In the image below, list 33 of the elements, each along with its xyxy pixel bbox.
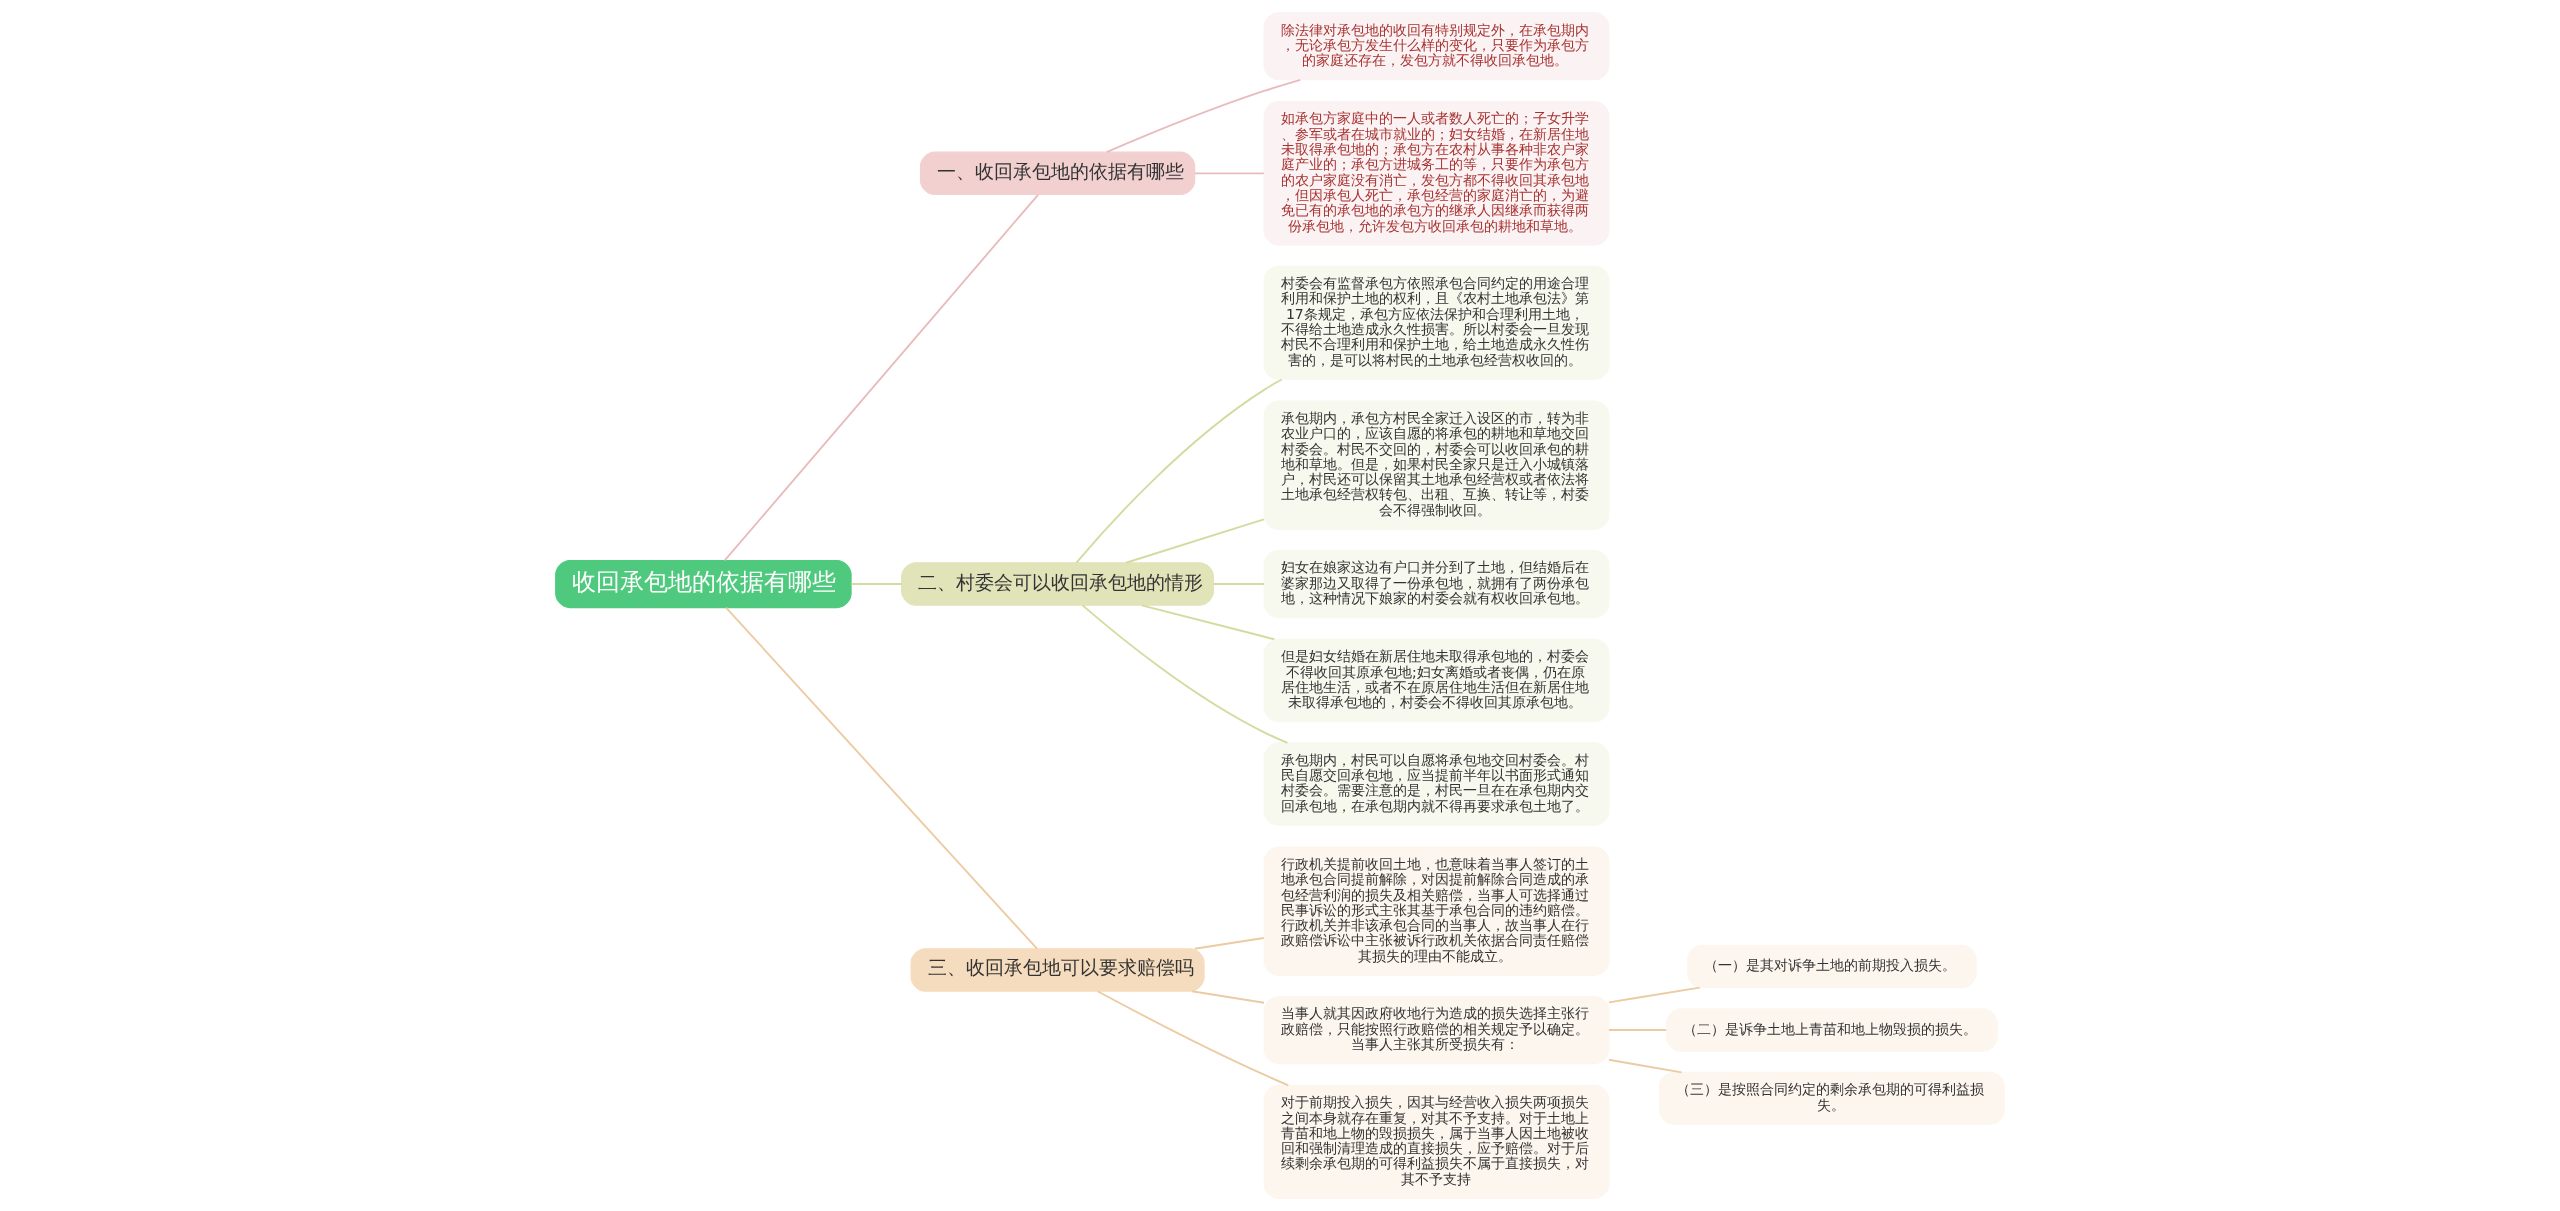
connector: [1096, 990, 1290, 1087]
node-box: 收回承包地的依据有哪些: [555, 559, 852, 609]
node-box: 对于前期投入损失，因其与经营收入损失两项损失之间本身就存在重复，对其不予支持。对于土地上青苗和地上物的毁损损失，属于当事人因土地被收回和强制清理造成的直接损失，应予赔偿。对于后续剩余承包期的可得利益损失不属于直接损失，对其不予支持: [1263, 1084, 1610, 1199]
connector: [1191, 990, 1265, 1004]
connector: [1212, 583, 1265, 585]
connector: [1081, 604, 1289, 744]
node-box: 如承包方家庭中的一人或者数人死亡的；子女升学、参军或者在城市就业的；妇女结婚，在新居住地未取得承包地的；承包方在农村从事各种非农户家庭产业的；承包方进城务工的等，只要作为承包方的农户家庭没有消亡，发包方都不得收回其承包地，但因承包人死亡，承包经营的家庭消亡的，为避免已有的承包地的承包方的继承人因继承而获得两份承包地，允许发包方收回承包的耕地和草地。: [1263, 100, 1610, 246]
node-box: 承包期内，村民可以自愿将承包地交回村委会。村民自愿交回承包地，应当提前半年以书面形式通知村委会。需要注意的是，村民一旦在在承包期内交回承包地，在承包期内就不得再要求承包土地了。: [1263, 742, 1610, 826]
connector: [723, 193, 1039, 562]
connector: [725, 606, 1038, 950]
connector: [850, 583, 903, 585]
node-box: 除法律对承包地的收回有特别规定外，在承包期内，无论承包方发生什么样的变化，只要作为承包方的家庭还存在，发包方就不得收回承包地。: [1263, 12, 1610, 81]
node-box: 妇女在娘家这边有户口并分到了土地，但结婚后在婆家那边又取得了一份承包地，就拥有了两份承包地，这种情况下娘家的村委会就有权收回承包地。: [1263, 549, 1610, 619]
connector: [1105, 78, 1302, 154]
connector: [1125, 518, 1265, 564]
node-box: 承包期内，承包方村民全家迁入设区的市，转为非农业户口的，应该自愿的将承包的耕地和草地交回村委会。村民不交回的，村委会可以收回承包的耕地和草地。但是，如果村民全家只是迁入小城镇落户，村民还可以保留其土地承包经营权或者依法将土地承包经营权转包、出租、互换、转让等，村委会不得强制收回。: [1263, 400, 1610, 530]
connector: [1193, 172, 1265, 175]
node-box: 当事人就其因政府收地行为造成的损失选择主张行政赔偿，只能按照行政赔偿的相关规定予以确定。当事人主张其所受损失有：: [1263, 995, 1610, 1065]
connector: [1608, 986, 1701, 1004]
connector: [1193, 937, 1265, 950]
connector: [1608, 1058, 1683, 1074]
node-box: （一）是其对诉争土地的前期投入损失。: [1687, 944, 1977, 989]
node-box: （三）是按照合同约定的剩余承包期的可得利益损失。: [1658, 1071, 2005, 1125]
node-box: 行政机关提前收回土地，也意味着当事人签订的土地承包合同提前解除，对因提前解除合同造成的承包经营利润的损失及相关赔偿，当事人可选择通过民事诉讼的形式主张其基于承包合同的违约赔偿。行政机关并非该承包合同的当事人，故当事人在行政赔偿诉讼中主张被诉行政机关依据合同责任赔偿其损失的理由不能成立。: [1263, 846, 1610, 976]
node-box: 三、收回承包地可以要求赔偿吗: [910, 948, 1205, 992]
connector: [1075, 378, 1283, 564]
node-box: 二、村委会可以收回承包地的情形: [901, 562, 1215, 606]
connector: [1140, 604, 1276, 641]
node-box: 但是妇女结婚在新居住地未取得承包地的，村委会不得收回其原承包地;妇女离婚或者丧偶，仍在原居住地生活，或者不在原居住地生活但在新居住地未取得承包地的，村委会不得收回其原承包地。: [1263, 638, 1610, 723]
node-box: （二）是诉争土地上青苗和地上物毁损的损失。: [1665, 1008, 1998, 1052]
node-box: 村委会有监督承包方依照承包合同约定的用途合理利用和保护土地的权利，且《农村土地承包法》第17条规定，承包方应依法保护和合理利用土地，不得给土地造成永久性损害。所以村委会一旦发现村民不合理利用和保护土地，给土地造成永久性伤害的，是可以将村民的土地承包经营权收回的。: [1263, 265, 1610, 380]
node-box: 一、收回承包地的依据有哪些: [919, 151, 1196, 196]
connector: [1608, 1029, 1668, 1031]
